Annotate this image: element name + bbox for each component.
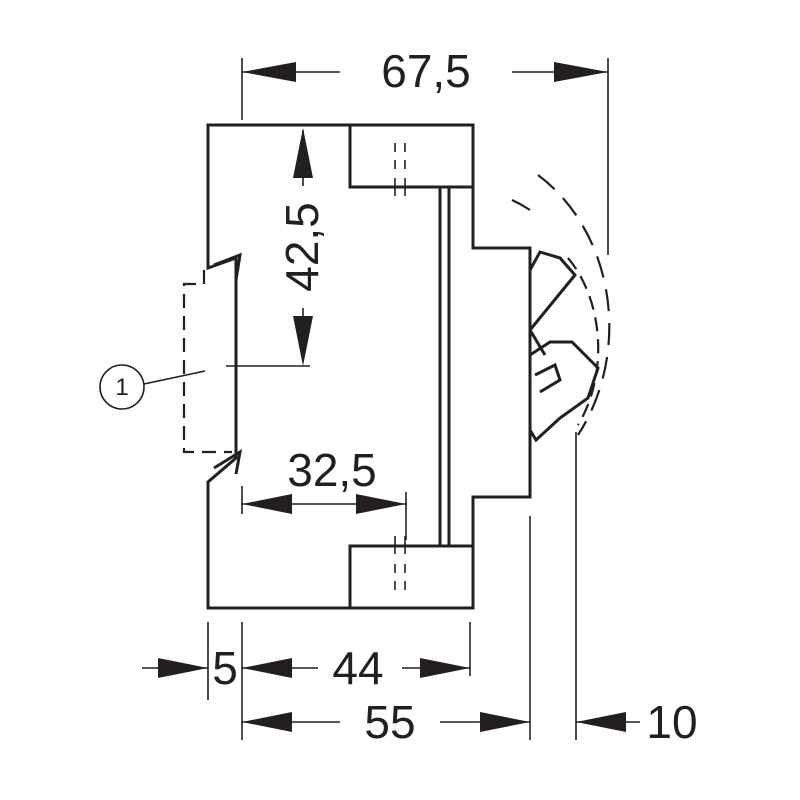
bottom-extension-lines	[207, 432, 577, 740]
terminal-screw-marks	[394, 143, 406, 590]
dimension-label-height-to-rail: 42,5	[276, 202, 328, 292]
callout-label-rail: 1	[115, 374, 128, 401]
dimension-label-body-depth: 44	[332, 642, 383, 694]
device-body-outline	[206, 123, 532, 610]
dimension-label-lever-travel: 10	[646, 696, 697, 748]
dimension-lever-travel: 10	[576, 696, 698, 748]
dimension-rail-to-front: 32,5	[241, 444, 407, 540]
dimension-overall-width: 67,5	[241, 45, 609, 255]
callout-rail: 1	[99, 364, 206, 410]
dimension-label-rail-offset: 5	[212, 642, 238, 694]
dimension-height-to-rail: 42,5	[226, 128, 328, 367]
dimension-label-total-depth: 55	[364, 696, 415, 748]
operating-lever	[511, 174, 611, 443]
dimension-label-rail-to-front: 32,5	[287, 444, 377, 496]
dimension-body-depth: 44	[242, 642, 470, 694]
top-terminal-block	[348, 123, 475, 189]
dimension-label-overall-width: 67,5	[381, 45, 471, 97]
din-rail-outline	[182, 270, 232, 454]
dimension-total-depth: 55	[242, 696, 530, 748]
bottom-terminal-block	[348, 544, 475, 610]
